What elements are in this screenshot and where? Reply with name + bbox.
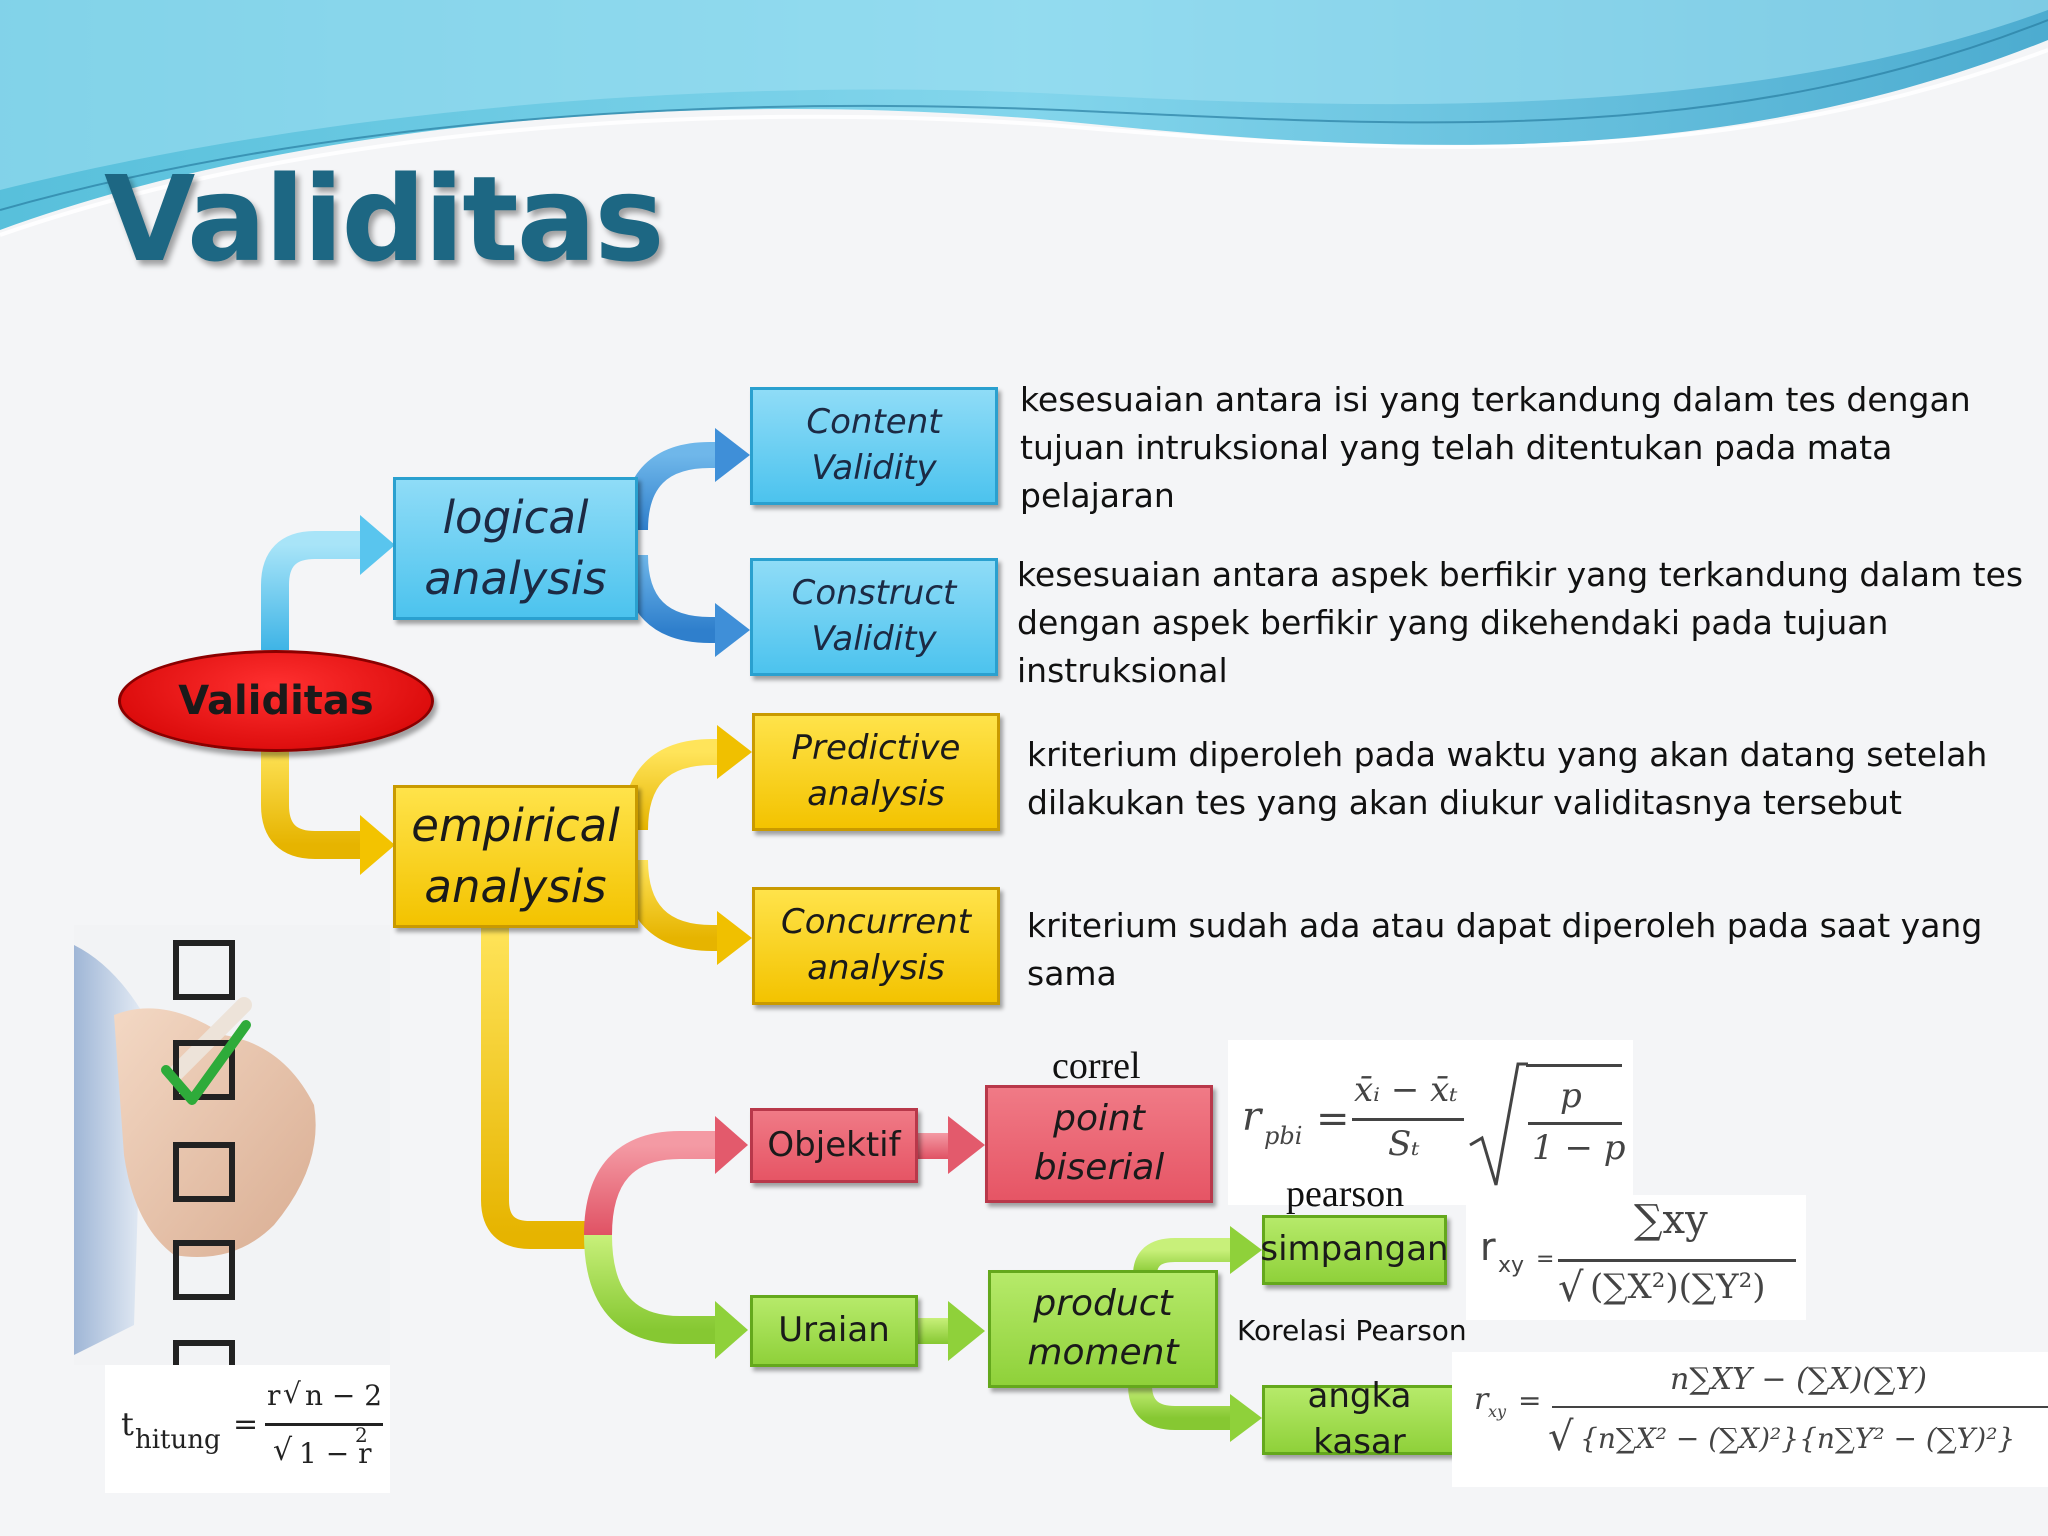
content-validity-description: kesesuaian antara isi yang terkandung da… — [1020, 380, 1971, 515]
page-title: Validitas — [104, 150, 665, 288]
point-biserial-node: point biserial — [985, 1085, 1213, 1203]
correl-caption: correl — [1052, 1045, 1141, 1087]
uraian-label: Uraian — [778, 1310, 890, 1351]
logical-analysis-label: logical analysis — [424, 490, 607, 605]
uraian-node: Uraian — [750, 1295, 918, 1367]
content-validity-node: Content Validity — [750, 387, 998, 505]
product-moment-label: product moment — [1027, 1283, 1179, 1373]
product-moment-node: product moment — [988, 1270, 1218, 1388]
angka-kasar-label: angka kasar — [1307, 1376, 1412, 1462]
simpangan-formula: r xy = ∑xy √ (∑X²)(∑Y²) — [1466, 1195, 1806, 1320]
predictive-analysis-label: Predictive analysis — [791, 728, 961, 814]
point-biserial-label: point biserial — [1033, 1098, 1165, 1188]
empirical-analysis-node: empirical analysis — [393, 785, 638, 928]
logical-analysis-node: logical analysis — [393, 477, 638, 620]
concurrent-analysis-node: Concurrent analysis — [752, 887, 1000, 1005]
predictive-analysis-description: kriterium diperoleh pada waktu yang akan… — [1027, 735, 1988, 822]
point-biserial-formula: r pbi = x̄ᵢ − x̄ₜ Sₜ p 1 − p — [1228, 1040, 1633, 1205]
concurrent-analysis-label: Concurrent analysis — [780, 902, 972, 988]
simpangan-label: simpangan — [1260, 1229, 1449, 1270]
korelasi-pearson-caption: Korelasi Pearson — [1237, 1314, 1467, 1347]
predictive-analysis-node: Predictive analysis — [752, 713, 1000, 831]
content-validity-label: Content Validity — [806, 402, 942, 488]
simpangan-node: simpangan — [1260, 1215, 1449, 1285]
root-node: Validitas — [118, 650, 434, 752]
checklist-hand-illustration — [74, 925, 390, 1365]
construct-validity-node: Construct Validity — [750, 558, 998, 676]
construct-validity-label: Construct Validity — [791, 573, 957, 659]
concurrent-analysis-description: kriterium sudah ada atau dapat diperoleh… — [1027, 906, 1983, 993]
construct-validity-description: kesesuaian antara aspek berfikir yang te… — [1017, 555, 2024, 690]
angka-kasar-node: angka kasar — [1262, 1376, 1457, 1462]
objektif-node: Objektif — [750, 1108, 918, 1183]
root-label: Validitas — [178, 678, 374, 724]
angka-kasar-formula: r xy = n∑XY − (∑X)(∑Y) √ {n∑X² − (∑X)²}{… — [1452, 1352, 2048, 1487]
t-hitung-formula: t hitung = r √ n − 2 √ 1 − r 2 — [105, 1365, 390, 1493]
objektif-label: Objektif — [767, 1124, 901, 1165]
empirical-analysis-label: empirical analysis — [411, 798, 620, 913]
pearson-caption: pearson — [1286, 1173, 1405, 1215]
